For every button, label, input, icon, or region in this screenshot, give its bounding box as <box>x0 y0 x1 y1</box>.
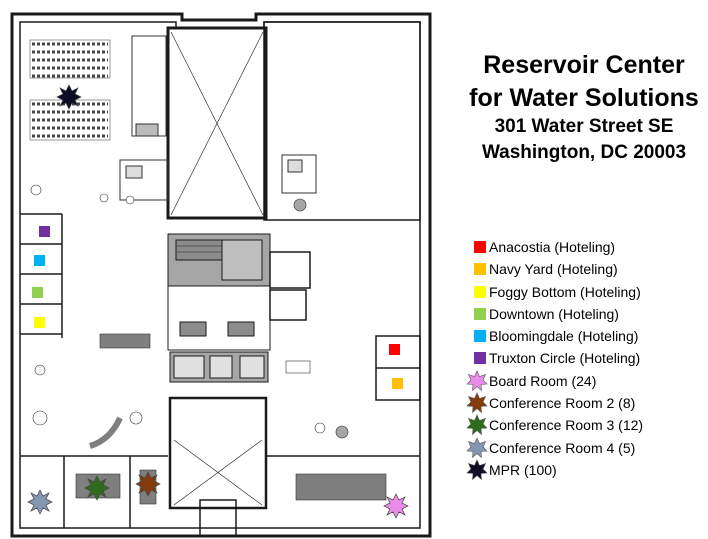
legend-item: Conference Room 3 (12) <box>466 414 708 436</box>
board-room-star <box>383 493 409 519</box>
conference-room-4-star <box>27 489 53 515</box>
square-icon <box>474 307 486 320</box>
legend-label: Downtown (Hoteling) <box>489 305 619 322</box>
star-icon <box>466 370 488 392</box>
title-block: Reservoir Center for Water Solutions 301… <box>460 50 708 166</box>
street-address: 301 Water Street SE <box>494 116 674 137</box>
legend-item: Anacostia (Hoteling) <box>466 236 708 258</box>
floor-plan <box>10 12 432 538</box>
curved-bench <box>89 416 123 449</box>
legend-label: Navy Yard (Hoteling) <box>489 261 618 278</box>
building-subtitle: for Water Solutions <box>469 84 699 112</box>
navy-yard-marker <box>392 378 403 389</box>
legend-item: Truxton Circle (Hoteling) <box>466 347 708 369</box>
legend-label: Truxton Circle (Hoteling) <box>489 350 641 367</box>
star-icon <box>466 392 488 414</box>
legend-label: Anacostia (Hoteling) <box>489 239 616 255</box>
lower-rooms <box>20 455 420 528</box>
foggy-bottom-marker <box>34 317 45 328</box>
building-core <box>167 233 271 383</box>
legend-label: Conference Room 4 (5) <box>489 439 636 456</box>
square-icon <box>474 241 486 253</box>
left-offices <box>20 213 63 338</box>
legend-label: MPR (100) <box>489 461 557 478</box>
legend-label: Conference Room 2 (8) <box>489 395 636 412</box>
lower-atrium <box>168 396 268 537</box>
service-area <box>119 35 317 201</box>
legend-item: Board Room (24) <box>466 370 708 392</box>
legend-item: Navy Yard (Hoteling) <box>466 258 708 280</box>
legend-label: Foggy Bottom (Hoteling) <box>489 283 641 300</box>
right-rooms <box>269 251 421 401</box>
building-name: Reservoir Center <box>483 51 685 79</box>
conference-room-3-star <box>84 475 110 501</box>
room-markers <box>27 84 409 519</box>
furniture <box>30 184 349 439</box>
anacostia-marker <box>389 344 400 355</box>
legend-item: Bloomingdale (Hoteling) <box>466 325 708 347</box>
hoteling-markers <box>32 226 403 389</box>
square-icon <box>474 263 486 276</box>
legend-label: Conference Room 3 (12) <box>489 417 644 434</box>
square-icon <box>474 352 486 365</box>
legend-item: Conference Room 4 (5) <box>466 436 708 459</box>
legend-item: Foggy Bottom (Hoteling) <box>466 281 708 303</box>
legend-label: Bloomingdale (Hoteling) <box>489 328 639 345</box>
mpr-star <box>56 84 82 110</box>
square-icon <box>474 285 486 298</box>
square-icon <box>474 330 486 343</box>
legend-item: Conference Room 2 (8) <box>466 392 708 414</box>
truxton-circle-marker <box>39 226 50 237</box>
star-icon <box>466 436 488 458</box>
legend: Anacostia (Hoteling) Navy Yard (Hoteling… <box>466 236 708 481</box>
bloomingdale-marker <box>34 255 45 266</box>
upper-atrium <box>166 21 421 221</box>
legend-label: Board Room (24) <box>489 372 597 389</box>
star-icon <box>466 414 488 436</box>
legend-item: Downtown (Hoteling) <box>466 303 708 325</box>
legend-item: MPR (100) <box>466 459 708 481</box>
downtown-marker <box>32 287 43 298</box>
city-address: Washington, DC 20003 <box>481 142 687 163</box>
star-icon <box>466 459 488 481</box>
conference-room-2-star <box>135 471 161 497</box>
